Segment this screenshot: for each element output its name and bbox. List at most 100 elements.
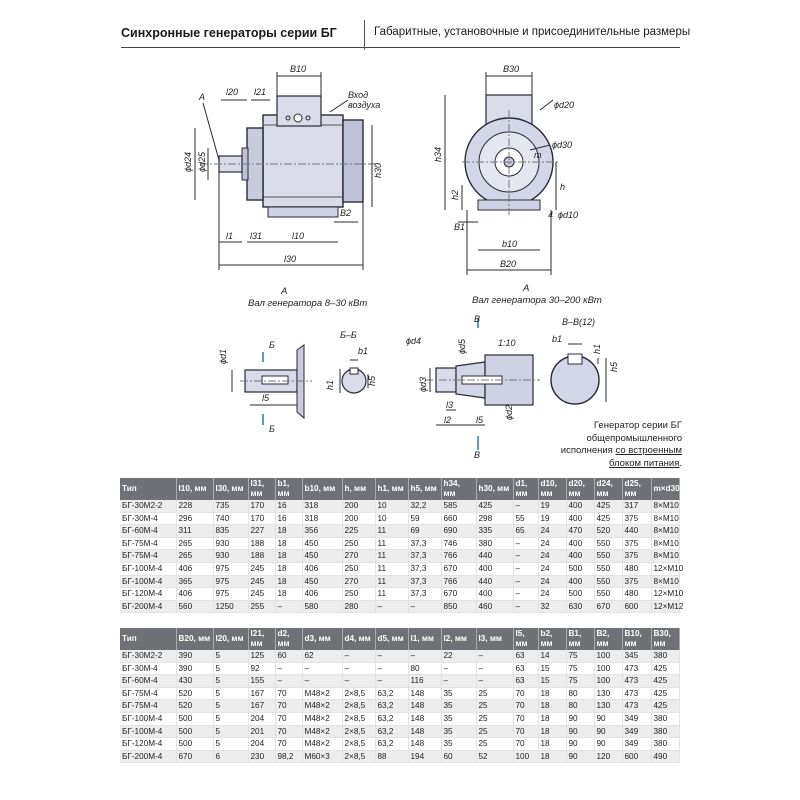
table-cell: 32,2 [408,500,442,513]
column-header: l3, мм [476,628,514,650]
view-a-caption-letter-1: A [280,286,287,297]
table-cell: 245 [248,587,276,601]
table-cell: 125 [248,650,276,663]
dim-h5-large: h5 [609,361,619,372]
table-cell: 148 [408,737,442,751]
table-cell: 500 [176,725,214,739]
dim-d4: ϕd4 [406,336,421,346]
table-cell: 2×8,5 [342,687,376,701]
table-cell: 18 [538,712,567,726]
column-header: l31, мм [248,478,276,500]
table-cell: 365 [176,575,214,589]
table-cell: – [513,600,539,614]
table-cell: 90 [594,737,623,751]
generator-note: Генератор серии БГ общепромышленного исп… [532,420,682,470]
air-inlet-label: Вход [348,90,368,100]
table-cell: 100 [594,662,623,676]
table-cell: – [441,662,477,676]
table-cell: 585 [441,500,477,513]
column-header: h1, мм [375,478,409,500]
table-cell: 70 [275,699,303,713]
table-cell: БГ-30М2-2 [120,500,177,513]
column-header: h34, мм [441,478,477,500]
table-cell: 2×8,5 [342,699,376,713]
table-cell: 35 [441,737,477,751]
table-cell: 500 [566,587,595,601]
table-cell: 380 [476,537,514,551]
table-cell: 18 [275,562,303,576]
view-marker-a: A [198,92,205,102]
table-cell: 35 [441,687,477,701]
table-cell: 425 [651,699,680,713]
table-cell: 70 [275,712,303,726]
section-mark-b-bottom: Б [269,424,275,434]
table-cell: 69 [408,524,442,538]
table-cell: 70 [513,725,539,739]
table-cell: 296 [176,512,214,526]
note-line-3: исполнения со встроенным [532,445,682,458]
dim-d10: ϕd10 [558,210,578,220]
table-cell: 500 [176,712,214,726]
table-cell: – [342,674,376,688]
table-cell: – [476,650,514,663]
table-cell: – [275,674,303,688]
table-cell: 335 [476,524,514,538]
column-header: Тип [120,478,177,500]
table-cell: – [375,674,409,688]
table-cell: 80 [566,687,595,701]
table-cell: 35 [441,712,477,726]
table-cell: 670 [441,587,477,601]
table-cell: 19 [538,500,567,513]
table-cell: 930 [213,549,249,563]
front-view [444,72,560,275]
table-cell: 930 [213,537,249,551]
table-cell: 148 [408,687,442,701]
table-cell: 18 [275,524,303,538]
column-header: d5, мм [375,628,409,650]
table-cell: 5 [213,687,249,701]
table-cell: 270 [342,575,376,589]
table-cell: 660 [441,512,477,526]
table-cell: М48×2 [302,687,343,701]
table-cell: 280 [342,600,376,614]
table-cell: 10 [375,512,409,526]
table-cell: 116 [408,674,442,688]
column-header: h5, мм [408,478,442,500]
table-cell: 25 [476,712,514,726]
column-header: b10, мм [302,478,343,500]
table-cell: 406 [302,562,343,576]
table-cell: М48×2 [302,725,343,739]
table-cell: 37,3 [408,587,442,601]
table-cell: 425 [594,512,623,526]
table-cell: 318 [302,500,343,513]
table-cell: 975 [213,562,249,576]
table-cell: 65 [513,524,539,538]
column-header: B2, мм [594,628,623,650]
table-cell: 250 [342,537,376,551]
table-cell: – [513,562,539,576]
table-cell: – [513,575,539,589]
table-cell: 265 [176,537,214,551]
table-cell: 311 [176,524,214,538]
table-cell: – [476,674,514,688]
column-header: l21, мм [248,628,276,650]
section-mark-b-top: Б [269,340,275,350]
dim-b1: b1 [358,346,368,356]
table-cell: 204 [248,737,276,751]
table-cell: 406 [302,587,343,601]
table-cell: 37,3 [408,537,442,551]
table-cell: 60 [441,750,477,764]
column-header: d4, мм [342,628,376,650]
table-cell: – [302,674,343,688]
table-cell: 425 [476,500,514,513]
table-cell: 5 [213,737,249,751]
table-cell: 70 [275,737,303,751]
table-cell: 22 [441,650,477,663]
table-cell: 18 [538,737,567,751]
table-cell: 201 [248,725,276,739]
